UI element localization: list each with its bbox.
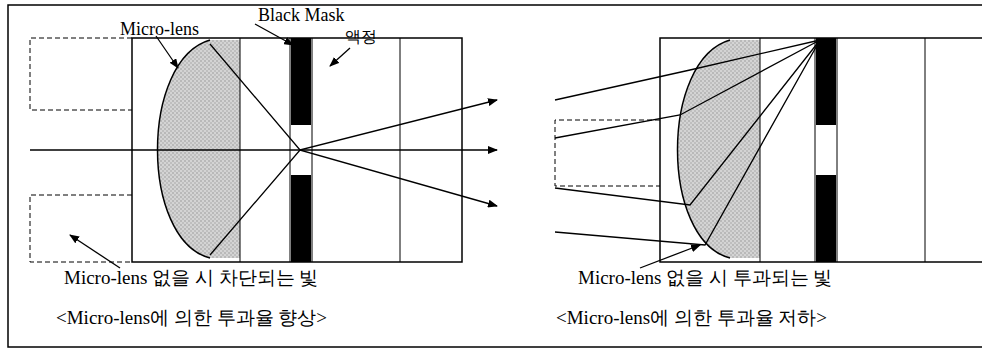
caption-label: <Micro-lens에 의한 투과율 향상> bbox=[56, 308, 327, 329]
part-label: Black Mask bbox=[258, 6, 344, 26]
part-label: 액정 bbox=[345, 28, 377, 46]
caption-label: <Micro-lens에 의한 투과율 저하> bbox=[556, 308, 827, 329]
left-panel bbox=[30, 24, 497, 268]
part-label: Micro-lens bbox=[120, 20, 199, 40]
frame bbox=[8, 5, 982, 347]
note-label: Micro-lens 없을 시 차단되는 빛 bbox=[64, 268, 318, 289]
note-label: Micro-lens 없을 시 투과되는 빛 bbox=[578, 268, 832, 289]
right-panel bbox=[555, 38, 982, 268]
